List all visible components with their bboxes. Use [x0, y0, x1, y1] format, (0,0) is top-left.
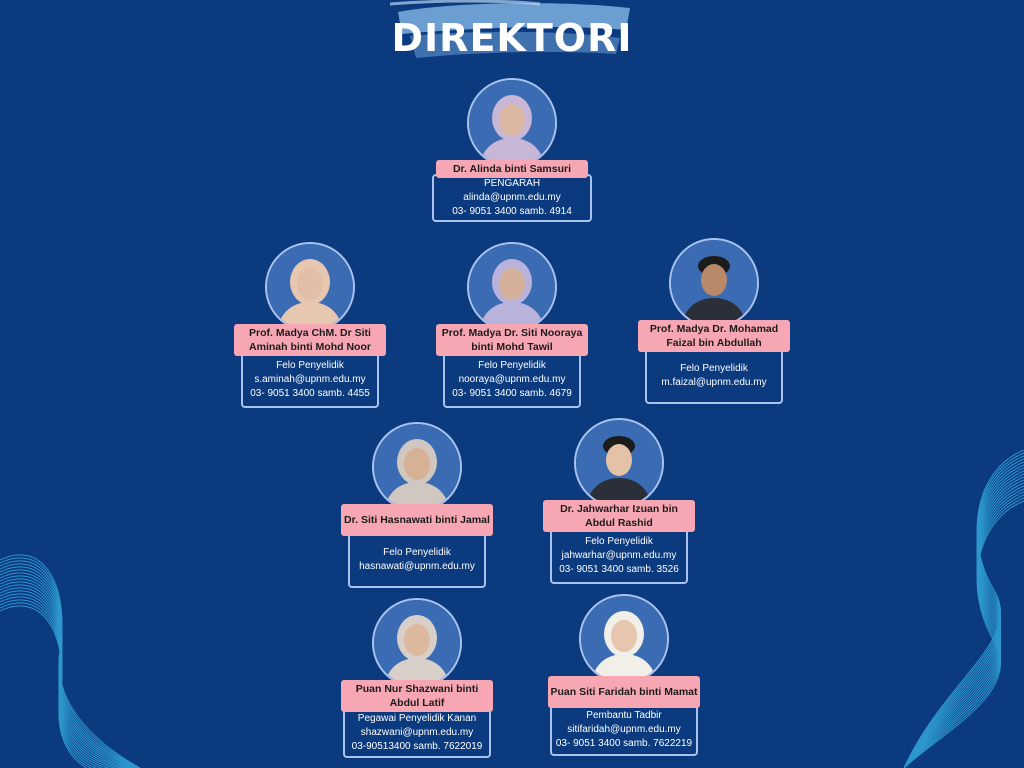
page-title: DIREKTORI [391, 16, 633, 60]
person-name: Puan Siti Faridah binti Mamat [548, 676, 700, 708]
person-role: Felo Penyelidik [585, 536, 653, 547]
person-email[interactable]: m.faizal@upnm.edu.my [661, 377, 767, 388]
person-role: Pembantu Tadbir [586, 710, 662, 721]
person-info: Felo Penyelidik nooraya@upnm.edu.my 03- … [443, 352, 581, 408]
person-role: Felo Penyelidik [680, 363, 748, 374]
person-info: Felo Penyelidik jahwarhar@upnm.edu.my 03… [550, 528, 688, 584]
person-phone: 03- 9051 3400 samb. 4914 [452, 206, 572, 217]
person-info: Felo Penyelidik m.faizal@upnm.edu.my [645, 348, 783, 404]
person-info: Felo Penyelidik hasnawati@upnm.edu.my [348, 532, 486, 588]
person-name: Prof. Madya Dr. Siti Nooraya binti Mohd … [436, 324, 588, 356]
wave-decoration-right [904, 450, 1024, 768]
person-role: Felo Penyelidik [383, 547, 451, 558]
person-phone: 03-90513400 samb. 7622019 [351, 741, 483, 752]
person-role: Felo Penyelidik [276, 360, 344, 371]
person-photo [574, 418, 664, 508]
person-photo [372, 598, 462, 688]
person-photo [579, 594, 669, 684]
person-email[interactable]: jahwarhar@upnm.edu.my [561, 550, 677, 561]
person-phone: 03- 9051 3400 samb. 7622219 [555, 738, 693, 749]
person-info: Pembantu Tadbir sitifaridah@upnm.edu.my … [550, 704, 698, 756]
person-phone: 03- 9051 3400 samb. 4455 [250, 388, 370, 399]
person-info: Felo Penyelidik s.aminah@upnm.edu.my 03-… [241, 352, 379, 408]
wave-decoration-left [0, 554, 140, 768]
person-name: Dr. Alinda binti Samsuri [436, 160, 588, 178]
person-role: PENGARAH [483, 178, 541, 189]
person-photo [467, 242, 557, 332]
person-photo [265, 242, 355, 332]
person-name: Dr. Jahwarhar Izuan bin Abdul Rashid [543, 500, 695, 532]
person-email[interactable]: shazwani@upnm.edu.my [360, 727, 474, 738]
person-name: Dr. Siti Hasnawati binti Jamal [341, 504, 493, 536]
person-email[interactable]: alinda@upnm.edu.my [463, 192, 561, 203]
person-email[interactable]: s.aminah@upnm.edu.my [254, 374, 366, 385]
person-phone: 03- 9051 3400 samb. 4679 [452, 388, 572, 399]
person-name: Prof. Madya Dr. Mohamad Faizal bin Abdul… [638, 320, 790, 352]
person-photo [467, 78, 557, 168]
person-photo [669, 238, 759, 328]
person-name: Prof. Madya ChM. Dr Siti Aminah binti Mo… [234, 324, 386, 356]
person-email[interactable]: hasnawati@upnm.edu.my [359, 561, 475, 572]
title-brush-decoration [390, 0, 630, 58]
person-photo [372, 422, 462, 512]
person-name: Puan Nur Shazwani binti Abdul Latif [341, 680, 493, 712]
person-role: Pegawai Penyelidik Kanan [357, 713, 477, 724]
person-info: PENGARAH alinda@upnm.edu.my 03- 9051 340… [432, 174, 592, 222]
person-email[interactable]: sitifaridah@upnm.edu.my [567, 724, 681, 735]
person-role: Felo Penyelidik [478, 360, 546, 371]
person-phone: 03- 9051 3400 samb. 3526 [559, 564, 679, 575]
person-email[interactable]: nooraya@upnm.edu.my [458, 374, 566, 385]
person-info: Pegawai Penyelidik Kanan shazwani@upnm.e… [343, 708, 491, 758]
